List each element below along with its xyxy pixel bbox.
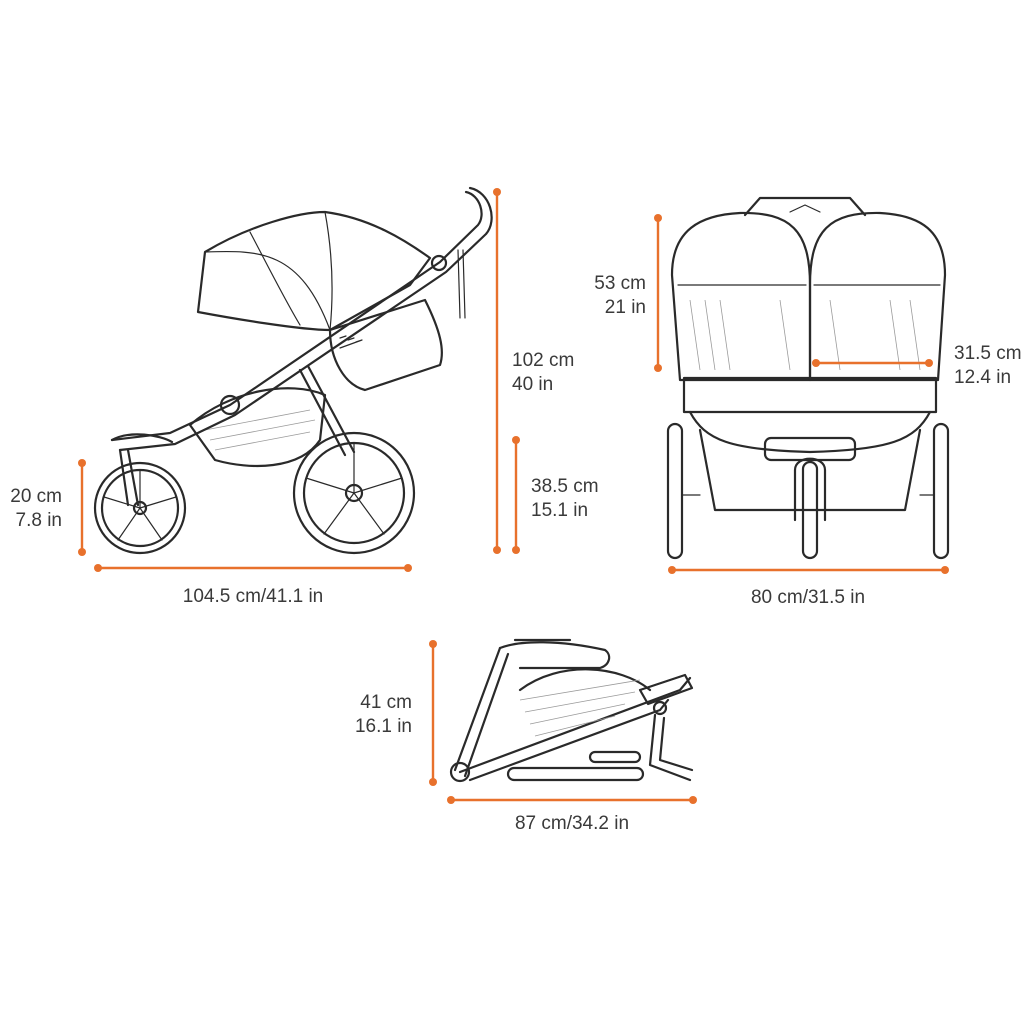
seat-back-height-imperial-label: 21 in <box>604 297 646 318</box>
folded-height-imperial-label: 16.1 in <box>354 716 412 737</box>
seat-width-imperial-label: 12.4 in <box>954 367 1012 388</box>
folded-length-label: 87 cm/34.2 in <box>514 813 630 834</box>
front-width-label: 80 cm/31.5 in <box>750 587 866 608</box>
side-view-stroller <box>93 186 493 555</box>
folded-height-metric-label: 41 cm <box>360 692 412 713</box>
handle-height-imperial-label: 40 in <box>512 374 554 395</box>
seat-height-imperial-label: 15.1 in <box>531 500 589 521</box>
dimension-lines <box>78 188 949 804</box>
handle-height-metric-label: 102 cm <box>512 350 575 371</box>
side-length-label: 104.5 cm/41.1 in <box>182 586 324 607</box>
front-wheel-metric-label: 20 cm <box>10 486 62 507</box>
seat-height-metric-label: 38.5 cm <box>531 476 599 497</box>
seat-back-height-metric-label: 53 cm <box>594 273 646 294</box>
folded-view-stroller <box>449 638 694 783</box>
front-view-stroller <box>666 196 950 560</box>
front-wheel-imperial-label: 7.8 in <box>15 510 62 531</box>
seat-width-metric-label: 31.5 cm <box>954 343 1022 364</box>
